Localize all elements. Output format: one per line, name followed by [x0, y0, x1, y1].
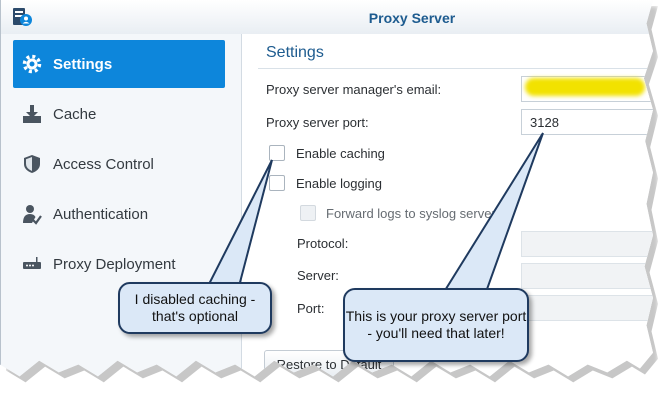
- gear-icon: [21, 53, 43, 75]
- port-callout: This is your proxy server port - you'll …: [343, 288, 529, 362]
- enable-logging-checkbox[interactable]: [269, 175, 285, 191]
- title-bar: Proxy Server: [1, 0, 653, 35]
- enable-caching-checkbox[interactable]: [269, 145, 285, 161]
- sidebar-item-label: Settings: [53, 55, 113, 73]
- sidebar-item-label: Access Control: [53, 155, 154, 173]
- syslog-port-field[interactable]: [521, 295, 653, 321]
- sidebar-item-label: Proxy Deployment: [53, 255, 176, 273]
- port-label: Proxy server port:: [266, 115, 369, 130]
- enable-caching-label: Enable caching: [296, 146, 385, 161]
- window-title: Proxy Server: [368, 10, 456, 26]
- port-field[interactable]: [521, 109, 653, 135]
- sidebar-item-label: Cache: [53, 105, 97, 123]
- sidebar-item-settings[interactable]: Settings: [13, 40, 225, 88]
- sidebar-item-access-control[interactable]: Access Control: [13, 140, 225, 188]
- protocol-select[interactable]: [521, 231, 653, 257]
- user-check-icon: [21, 203, 43, 225]
- email-label: Proxy server manager's email:: [266, 82, 442, 97]
- forward-logs-checkbox[interactable]: [300, 205, 316, 221]
- caching-callout: I disabled caching - that's optional: [118, 282, 272, 334]
- section-divider: [258, 68, 653, 69]
- download-icon: [21, 103, 43, 125]
- sidebar-item-proxy-deployment[interactable]: Proxy Deployment: [13, 240, 225, 288]
- sidebar: Settings Cache Access Control: [1, 34, 242, 377]
- forward-logs-label: Forward logs to syslog server: [326, 206, 496, 221]
- sidebar-item-cache[interactable]: Cache: [13, 90, 225, 138]
- protocol-label: Protocol:: [297, 236, 349, 251]
- proxy-server-window: Proxy Server Settings Cache: [0, 0, 653, 377]
- sidebar-item-authentication[interactable]: Authentication: [13, 190, 225, 238]
- server-field[interactable]: [521, 263, 653, 289]
- enable-logging-label: Enable logging: [296, 176, 383, 191]
- server-label: Server:: [297, 268, 339, 283]
- section-title: Settings: [266, 44, 324, 61]
- shield-icon: [21, 153, 43, 175]
- redaction-highlight: [525, 78, 645, 96]
- port2-label: Port:: [297, 301, 325, 316]
- app-icon: [11, 6, 33, 28]
- sidebar-item-label: Authentication: [53, 205, 149, 223]
- router-icon: [21, 253, 43, 275]
